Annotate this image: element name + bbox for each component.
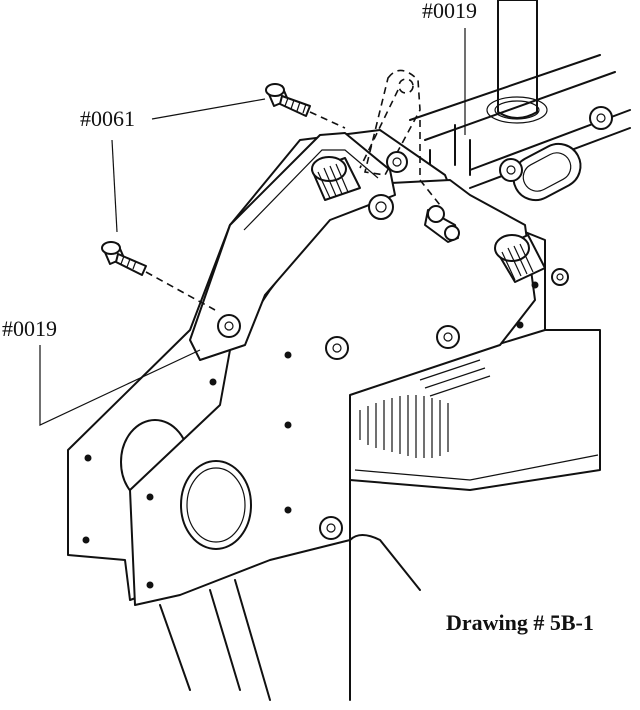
callout-left-part-number: #0019 <box>2 316 57 341</box>
screw-path-upper <box>309 111 346 129</box>
gear-housing <box>349 329 601 701</box>
hex-nut-6 <box>319 516 343 540</box>
hex-nut-9 <box>551 268 569 286</box>
hex-nut-2 <box>386 151 408 173</box>
knurled-nut-upper <box>311 156 361 201</box>
drawing-caption: Drawing # 5B-1 <box>446 610 594 635</box>
callout-screw-part-number: #0061 <box>80 106 135 131</box>
hex-nut-8 <box>589 106 613 130</box>
ball-link-pin <box>424 205 460 243</box>
main-shaft <box>486 0 548 124</box>
hex-nut-1 <box>368 194 394 220</box>
cap-screw-lower <box>101 241 147 276</box>
screw-path-lower <box>145 271 216 311</box>
knurled-nut-right <box>494 234 546 283</box>
hex-nut-5 <box>436 325 460 349</box>
front-frame-plate <box>129 179 539 701</box>
hex-nut-3 <box>217 314 241 338</box>
leader-lines <box>39 28 466 426</box>
cap-screw-upper <box>265 83 311 117</box>
gear-teeth <box>359 359 491 458</box>
callout-top-part-number: #0019 <box>422 0 477 23</box>
hex-nut-7 <box>499 158 523 182</box>
hex-nut-4 <box>325 336 349 360</box>
